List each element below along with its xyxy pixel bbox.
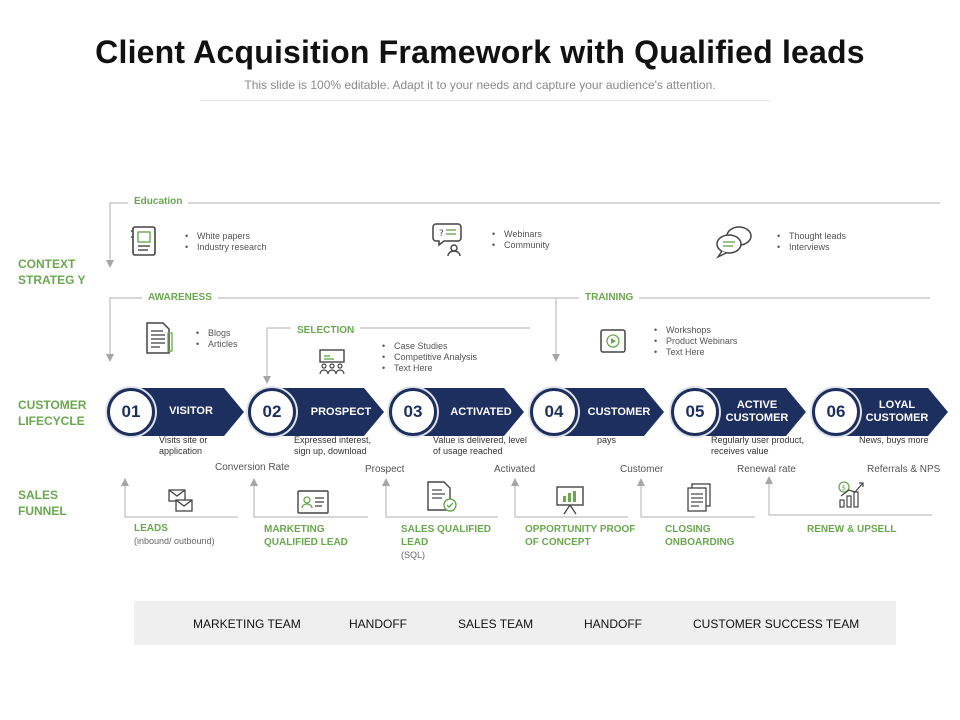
presentation-audience-icon	[319, 349, 345, 375]
lifecycle-desc-activated: Value is delivered, level of usage reach…	[433, 435, 527, 456]
funnel-top-label-1: Conversion Rate	[215, 462, 290, 473]
lifecycle-desc-visitor: Visits site or application	[159, 435, 208, 456]
team-handoff-2: HANDOFF	[584, 617, 642, 631]
lifecycle-number-1: 01	[107, 388, 155, 436]
team-marketing: MARKETING TEAM	[193, 617, 301, 631]
funnel-bracket-1	[121, 478, 238, 518]
lifecycle-desc-active-customer: Regularly user product, receives value	[711, 435, 805, 456]
selection-bullets: Case Studies Competitive Analysis Text H…	[382, 341, 477, 374]
lifecycle-number-4: 04	[530, 388, 578, 436]
lifecycle-label-visitor: VISITOR	[169, 405, 213, 417]
education-line	[106, 202, 940, 268]
page-subtitle: This slide is 100% editable. Adapt it to…	[244, 78, 716, 92]
documents-stack-icon	[687, 483, 711, 512]
id-card-icon	[297, 490, 329, 514]
team-bar	[134, 601, 896, 645]
context-strategy-label: CONTEXT STRATEG Y	[18, 257, 86, 287]
funnel-bracket-6	[765, 476, 932, 516]
lifecycle-chevron-prospect	[268, 388, 384, 436]
envelopes-icon	[168, 489, 193, 512]
lifecycle-chevron-active-customer	[690, 388, 806, 436]
customer-lifecycle-label: CUSTOMER LIFECYCLE	[18, 398, 87, 428]
awareness-section-label: AWARENESS	[142, 292, 218, 303]
lifecycle-number-3: 03	[389, 388, 437, 436]
selection-line	[263, 327, 530, 384]
funnel-top-label-2: Prospect	[365, 464, 405, 475]
lifecycle-chevron-activated	[408, 388, 524, 436]
training-bullets: Workshops Product Webinars Text Here	[654, 325, 737, 358]
education-bullets-3: Thought leads Interviews	[777, 231, 846, 253]
growth-chart-icon: $	[838, 481, 864, 508]
funnel-bracket-3	[382, 478, 498, 518]
funnel-stage-renew: RENEW & UPSELL	[807, 524, 897, 535]
lifecycle-label-active-customer: ACTIVE CUSTOMER	[725, 399, 789, 424]
page-title: Client Acquisition Framework with Qualif…	[95, 34, 865, 70]
booklet-icon	[131, 226, 156, 256]
document-icon	[146, 322, 173, 354]
education-bullets-2: Webinars Community	[492, 229, 550, 251]
lifecycle-chevron-visitor	[128, 388, 244, 436]
funnel-bracket-2	[250, 478, 368, 518]
funnel-stage-opportunity: OPPORTUNITY PROOF OF CONCEPT	[525, 524, 636, 548]
team-sales: SALES TEAM	[458, 617, 534, 631]
video-play-icon	[600, 329, 626, 353]
funnel-bracket-4	[511, 478, 628, 518]
funnel-stage-sql: SALES QUALIFIED LEAD (SQL)	[401, 524, 492, 560]
funnel-top-label-6: Referrals & NPS	[867, 464, 941, 475]
lifecycle-number-5: 05	[671, 388, 719, 436]
lifecycle-label-loyal-customer: LOYAL CUSTOMER	[865, 399, 929, 424]
question-person-icon: ?	[432, 223, 462, 257]
lifecycle-number-6: 06	[812, 388, 860, 436]
lifecycle-chevron-loyal-customer	[830, 388, 948, 436]
lifecycle-label-activated: ACTIVATED	[450, 406, 512, 418]
funnel-top-label-5: Renewal rate	[737, 464, 796, 475]
sales-funnel-label: SALES FUNNEL	[18, 488, 67, 518]
education-bullets-1: White papers Industry research	[185, 231, 267, 253]
funnel-bracket-5	[637, 478, 755, 518]
lifecycle-label-customer: CUSTOMER	[587, 406, 651, 418]
svg-text:?: ?	[439, 229, 444, 239]
subtitle-divider	[200, 100, 770, 101]
funnel-stage-mql: MARKETING QUALIFIED LEAD	[264, 524, 348, 548]
selection-section-label: SELECTION	[291, 325, 361, 336]
lifecycle-desc-customer: pays	[597, 435, 617, 445]
funnel-stage-leads: LEADS (inbound/ outbound)	[134, 523, 215, 546]
funnel-top-label-3: Activated	[494, 464, 536, 475]
svg-text:$: $	[842, 484, 846, 492]
lifecycle-number-2: 02	[248, 388, 296, 436]
funnel-top-label-4: Customer	[620, 464, 664, 475]
team-customer-success: CUSTOMER SUCCESS TEAM	[693, 617, 860, 631]
awareness-line	[106, 297, 930, 362]
team-handoff-1: HANDOFF	[349, 617, 407, 631]
lifecycle-label-prospect: PROSPECT	[310, 406, 372, 418]
lifecycle-chevron-customer	[548, 388, 664, 436]
education-section-label: Education	[128, 196, 189, 207]
chat-bubbles-icon	[715, 226, 752, 259]
chart-board-icon	[556, 486, 584, 515]
funnel-stage-closing: CLOSING ONBOARDING	[665, 524, 735, 548]
lifecycle-desc-loyal-customer: News, buys more	[859, 435, 929, 445]
lifecycle-desc-prospect: Expressed interest, sign up, download	[294, 435, 372, 456]
document-check-icon	[427, 481, 457, 512]
awareness-bullets: Blogs Articles	[196, 328, 238, 350]
training-section-label: TRAINING	[579, 292, 640, 303]
